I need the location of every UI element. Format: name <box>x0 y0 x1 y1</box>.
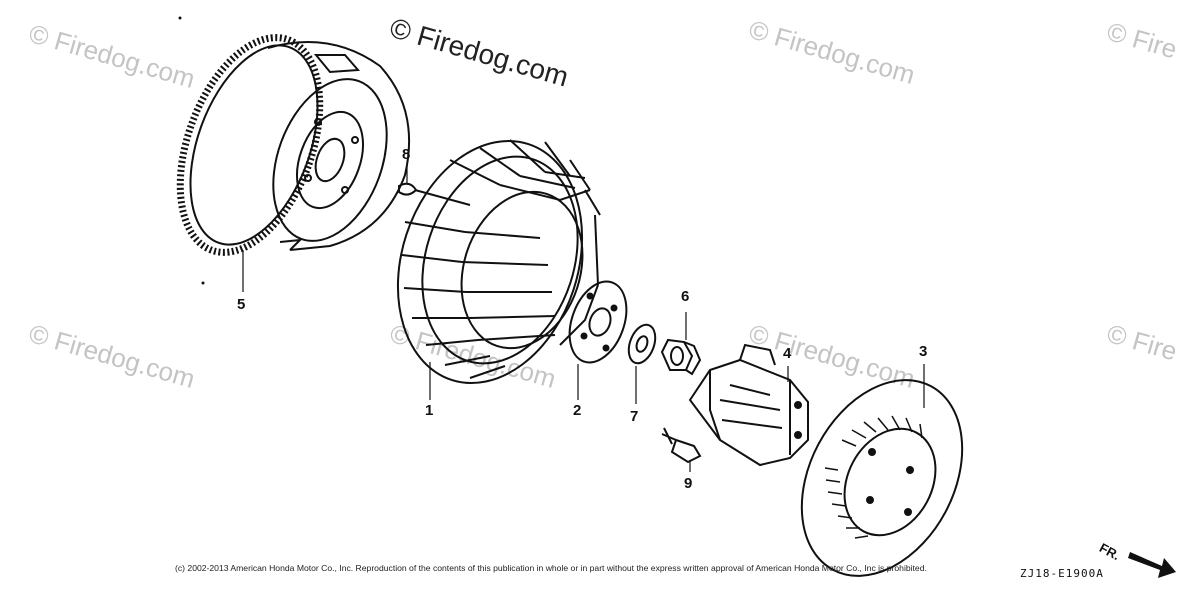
starter-pulley-part <box>688 343 809 467</box>
front-direction-arrow <box>1128 552 1176 578</box>
callout-part-9: 9 <box>684 475 693 492</box>
washer-part <box>627 323 657 365</box>
callout-part-2: 2 <box>573 402 582 419</box>
callout-part-7: 7 <box>630 408 639 425</box>
diagram-code: ZJ18-E1900A <box>1020 567 1104 580</box>
speck <box>178 16 182 20</box>
starter-pulley-plate-part <box>568 280 628 364</box>
woodruff-key-part <box>398 182 418 196</box>
leader-lines <box>242 166 925 472</box>
flywheel-part <box>176 34 411 256</box>
callout-part-1: 1 <box>425 402 434 419</box>
rotating-screen-part <box>800 379 964 577</box>
callout-part-8: 8 <box>402 146 411 163</box>
flange-nut-part <box>660 338 702 376</box>
copyright-notice: (c) 2002-2013 American Honda Motor Co., … <box>175 563 927 573</box>
cooling-fan-part <box>396 139 601 385</box>
callout-part-3: 3 <box>919 343 928 360</box>
callout-part-5: 5 <box>237 296 246 313</box>
flange-bolt-part <box>661 427 702 464</box>
callout-part-4: 4 <box>783 345 792 362</box>
speck <box>201 281 205 285</box>
callout-part-6: 6 <box>681 288 690 305</box>
